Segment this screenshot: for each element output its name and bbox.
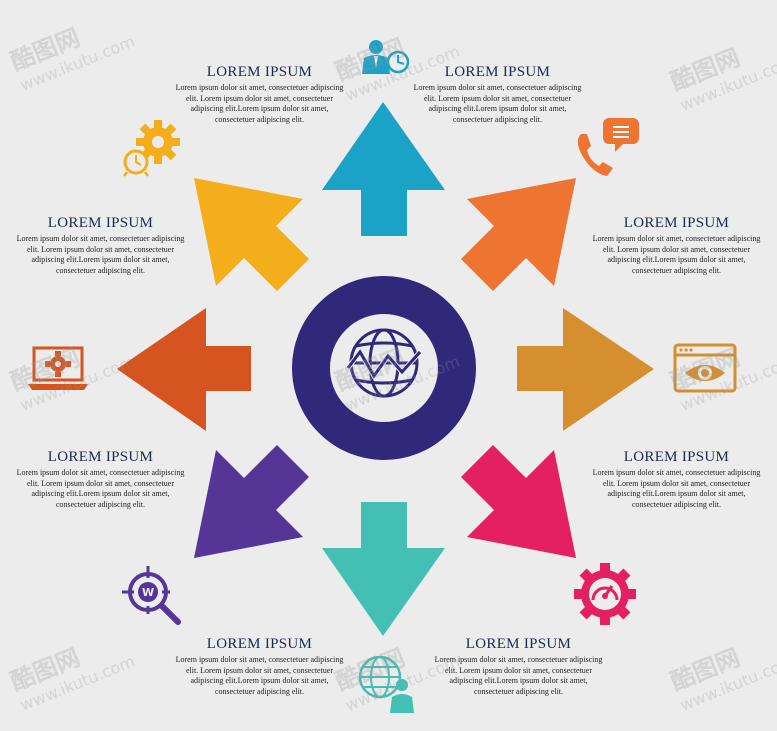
center-ring (292, 276, 476, 460)
block-body: Lorem ipsum dolor sit amet, consectetuer… (434, 655, 603, 696)
block-title: LOREM IPSUM (206, 636, 313, 652)
center-hub (292, 276, 476, 460)
arrow-up-right (461, 178, 576, 291)
block-title: LOREM IPSUM (465, 636, 572, 652)
text-block-bottom-left: LOREM IPSUM Lorem ipsum dolor sit amet, … (172, 636, 347, 697)
globe-person-icon (358, 655, 414, 713)
arrow-down (322, 502, 445, 636)
arrow-group (117, 102, 654, 636)
block-body: Lorem ipsum dolor sit amet, consectetuer… (592, 468, 761, 509)
businessman-clock-icon (362, 40, 410, 74)
phone-chat-icon (577, 118, 639, 176)
text-block-upper-right: LOREM IPSUM Lorem ipsum dolor sit amet, … (589, 215, 764, 276)
arrow-up-left (194, 178, 309, 291)
globe-chart-icon (346, 328, 422, 398)
gear-alarm-clock-icon (123, 120, 180, 177)
arrow-right (517, 308, 654, 431)
block-body: Lorem ipsum dolor sit amet, consectetuer… (175, 83, 344, 124)
block-body: Lorem ipsum dolor sit amet, consectetuer… (16, 468, 185, 509)
arrow-up (322, 102, 445, 236)
block-body: Lorem ipsum dolor sit amet, consectetuer… (592, 234, 761, 275)
arrow-down-left (194, 445, 309, 558)
block-title: LOREM IPSUM (623, 215, 730, 231)
svg-text:W: W (142, 586, 154, 599)
text-block-lower-right: LOREM IPSUM Lorem ipsum dolor sit amet, … (589, 449, 764, 510)
arrow-down-right (461, 445, 576, 558)
target-search-icon: W (122, 566, 181, 625)
block-body: Lorem ipsum dolor sit amet, consectetuer… (413, 83, 582, 124)
text-block-bottom-right: LOREM IPSUM Lorem ipsum dolor sit amet, … (431, 636, 606, 697)
text-block-lower-left: LOREM IPSUM Lorem ipsum dolor sit amet, … (13, 449, 188, 510)
browser-eye-icon (673, 343, 737, 393)
block-title: LOREM IPSUM (444, 64, 551, 80)
arrow-left (117, 308, 251, 431)
speedometer-gear-icon (574, 563, 636, 625)
block-title: LOREM IPSUM (47, 215, 154, 231)
block-title: LOREM IPSUM (623, 449, 730, 465)
text-block-top-left: LOREM IPSUM Lorem ipsum dolor sit amet, … (172, 64, 347, 125)
block-title: LOREM IPSUM (47, 449, 154, 465)
text-block-upper-left: LOREM IPSUM Lorem ipsum dolor sit amet, … (13, 215, 188, 276)
block-title: LOREM IPSUM (206, 64, 313, 80)
text-block-top-right: LOREM IPSUM Lorem ipsum dolor sit amet, … (410, 64, 585, 125)
laptop-gear-icon (28, 346, 88, 390)
block-body: Lorem ipsum dolor sit amet, consectetuer… (175, 655, 344, 696)
block-body: Lorem ipsum dolor sit amet, consectetuer… (16, 234, 185, 275)
